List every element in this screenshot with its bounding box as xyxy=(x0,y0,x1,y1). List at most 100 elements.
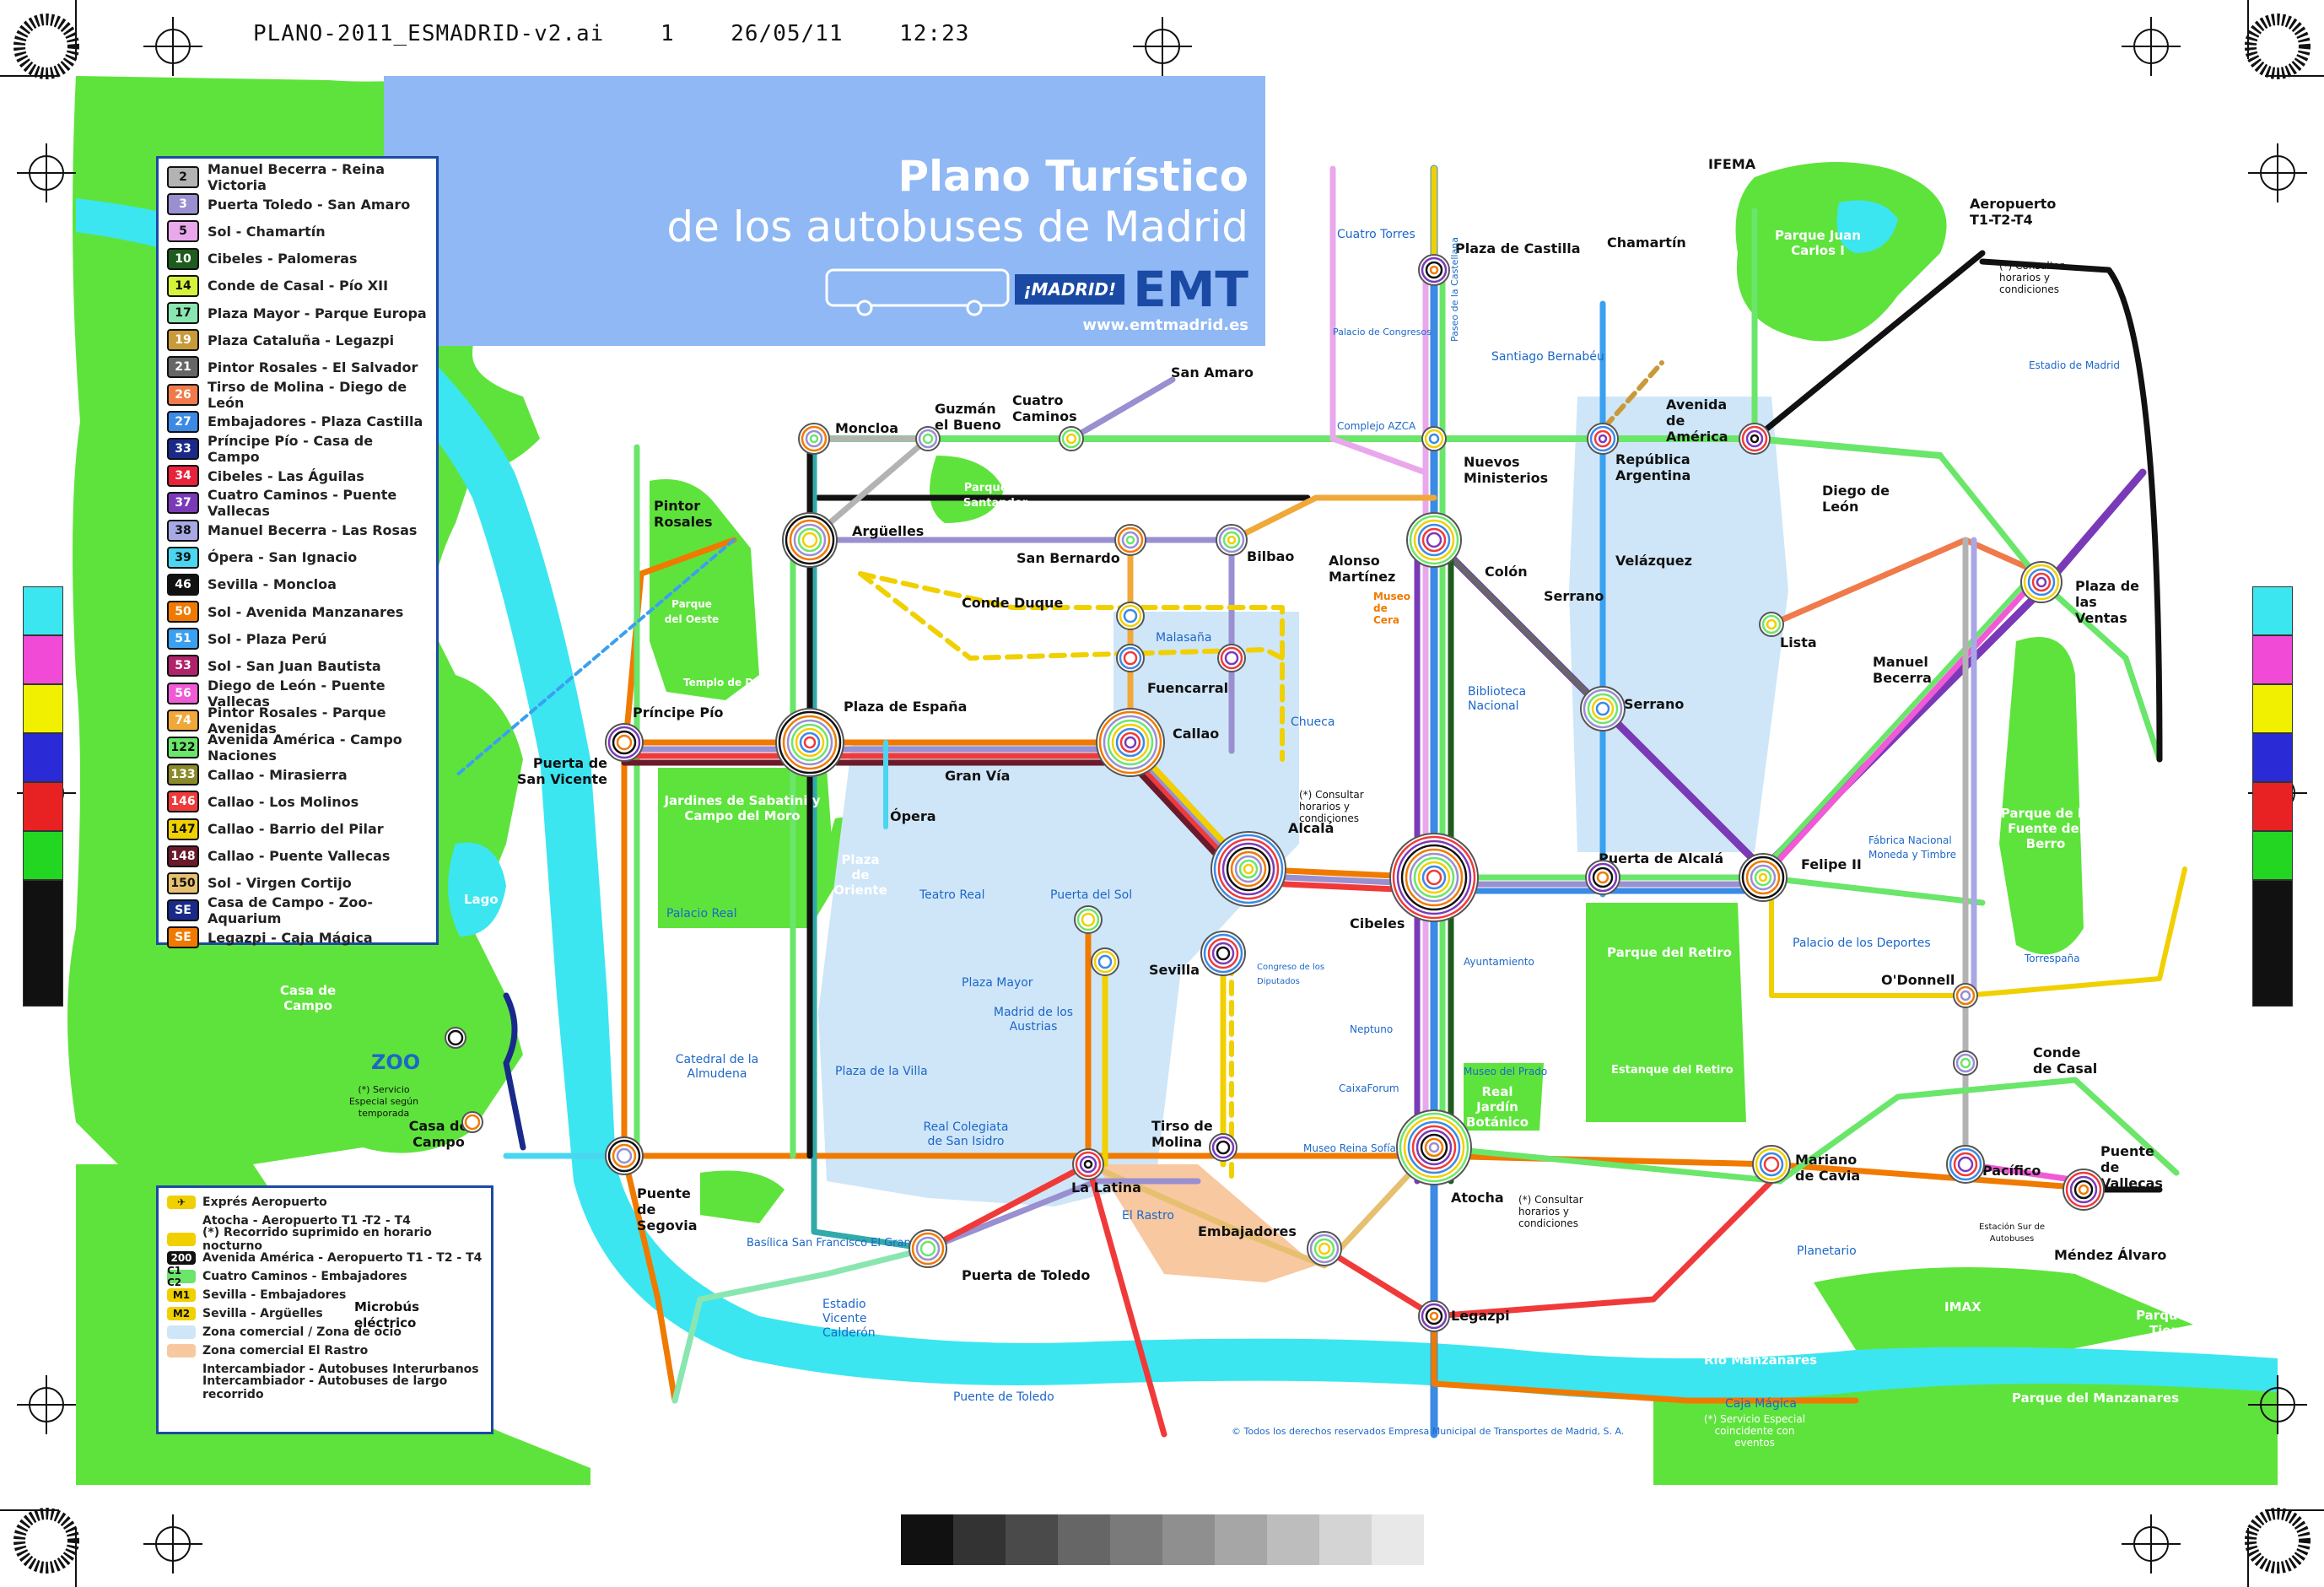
stop-hub[interactable] xyxy=(1307,1231,1342,1266)
stop-manuel-becerra[interactable]: Manuel Becerra xyxy=(1873,654,1932,686)
stop-conde-de-casal[interactable]: Conde de Casal xyxy=(2033,1045,2098,1077)
stop-puerta-de-toledo[interactable]: Puerta de Toledo xyxy=(962,1267,1091,1283)
park-oeste-label: Parque del Oeste xyxy=(664,598,720,625)
stop-puerta-de-san-vicente[interactable]: Puerta de San Vicente xyxy=(516,755,607,787)
stop-mariano-de-cavia[interactable]: Mariano de Cavia xyxy=(1795,1152,1861,1184)
place-rastro: El Rastro xyxy=(1122,1209,1174,1223)
stop-cuatro-caminos[interactable]: Cuatro Caminos xyxy=(1012,392,1077,424)
stop-opera[interactable]: Ópera xyxy=(890,808,936,824)
stop-hub[interactable] xyxy=(605,1136,644,1175)
stop-hub[interactable] xyxy=(1396,1109,1472,1185)
stop-hub[interactable] xyxy=(461,1111,483,1133)
stop-casa-de-campo[interactable]: Casa de Campo xyxy=(408,1118,469,1150)
gray-step xyxy=(901,1514,953,1565)
stop-hub[interactable] xyxy=(1091,947,1119,976)
stop-callao[interactable]: Callao xyxy=(1173,726,1220,742)
stop-hub[interactable] xyxy=(1418,254,1450,286)
stop-conde-duque[interactable]: Conde Duque xyxy=(962,595,1064,611)
stop-chamartin[interactable]: Chamartín xyxy=(1607,235,1686,251)
stop-serrano[interactable]: Serrano xyxy=(1624,696,1685,712)
stop-hub[interactable] xyxy=(1074,905,1103,934)
stop-ifema[interactable]: IFEMA xyxy=(1708,156,1756,172)
stop-plaza-de-castilla[interactable]: Plaza de Castilla xyxy=(1455,240,1581,256)
stop-cibeles[interactable]: Cibeles xyxy=(1350,915,1405,931)
stop-hub[interactable] xyxy=(1946,1145,1985,1184)
stop-hub[interactable] xyxy=(1200,931,1246,976)
stop-fuencarral[interactable]: Fuencarral xyxy=(1147,680,1229,696)
stop-hub[interactable] xyxy=(605,723,644,762)
stop-hub[interactable] xyxy=(1389,833,1479,922)
stop-sevilla[interactable]: Sevilla xyxy=(1149,962,1200,978)
stop-hub[interactable] xyxy=(445,1027,466,1049)
stop-la-latina[interactable]: La Latina xyxy=(1071,1179,1141,1196)
stop-republica-argentina[interactable]: República Argentina xyxy=(1615,451,1691,483)
stop-moncloa[interactable]: Moncloa xyxy=(835,420,899,436)
stop-arguelles[interactable]: Argüelles xyxy=(852,523,925,539)
stop-hub[interactable] xyxy=(2062,1169,2105,1211)
stop-pacifico[interactable]: Pacífico xyxy=(1982,1163,2041,1179)
stop-hub[interactable] xyxy=(1953,983,1978,1008)
stop-hub[interactable] xyxy=(1059,426,1084,451)
stop-guzman-el-bueno[interactable]: Guzmán el Bueno xyxy=(935,401,1001,433)
stop-hub[interactable] xyxy=(775,708,844,777)
stop-velazquez[interactable]: Velázquez xyxy=(1615,553,1692,569)
stop-puente-de-segovia[interactable]: Puente de Segovia xyxy=(637,1185,698,1233)
website-link[interactable]: www.emtmadrid.es xyxy=(1082,316,1248,334)
stop-serrano-north[interactable]: Serrano xyxy=(1544,588,1604,604)
stop-hub[interactable] xyxy=(1217,644,1246,672)
stop-hub[interactable] xyxy=(909,1229,947,1268)
stop-hub[interactable] xyxy=(1587,423,1619,455)
stop-lista[interactable]: Lista xyxy=(1780,634,1817,650)
stop-gran-via[interactable]: Gran Vía xyxy=(945,768,1011,784)
stop-hub[interactable] xyxy=(1421,426,1447,451)
stop-hub[interactable] xyxy=(1739,853,1787,902)
stop-atocha[interactable]: Atocha xyxy=(1451,1190,1504,1206)
stop-hub[interactable] xyxy=(1580,686,1626,731)
stop-hub[interactable] xyxy=(1116,644,1145,672)
stop-hub[interactable] xyxy=(1759,612,1784,637)
stop-pintor-rosales[interactable]: Pintor Rosales xyxy=(654,498,713,530)
stop-hub[interactable] xyxy=(782,512,838,568)
stop-avenida-de-america[interactable]: Avenida de América xyxy=(1666,397,1728,445)
stop-legazpi[interactable]: Legazpi xyxy=(1451,1308,1510,1324)
stop-aeropuerto[interactable]: Aeropuerto T1-T2-T4 xyxy=(1970,196,2057,228)
stop-hub[interactable] xyxy=(2020,561,2062,603)
stop-colon[interactable]: Colón xyxy=(1485,564,1528,580)
stop-hub[interactable] xyxy=(1211,831,1286,907)
stop-hub[interactable] xyxy=(1116,602,1145,630)
stop-hub[interactable] xyxy=(1072,1148,1104,1180)
stop-hub[interactable] xyxy=(1739,423,1771,455)
stop-hub[interactable] xyxy=(1752,1145,1791,1184)
stop-alonso-martinez[interactable]: Alonso Martínez xyxy=(1329,553,1396,585)
stop-plaza-de-las-ventas[interactable]: Plaza de las Ventas xyxy=(2075,578,2139,626)
stop-hub[interactable] xyxy=(1216,524,1248,556)
stop-principe-pio[interactable]: Príncipe Pío xyxy=(633,704,724,721)
stop-puente-de-vallecas[interactable]: Puente de Vallecas xyxy=(2100,1143,2163,1191)
stop-mendez-alvaro[interactable]: Méndez Álvaro xyxy=(2054,1247,2167,1263)
stop-hub[interactable] xyxy=(915,426,941,451)
stop-san-amaro[interactable]: San Amaro xyxy=(1171,364,1254,381)
stop-hub[interactable] xyxy=(798,423,830,455)
stop-odonnell[interactable]: O'Donnell xyxy=(1881,972,1955,988)
stop-hub[interactable] xyxy=(1585,860,1620,895)
stop-hub[interactable] xyxy=(1418,1300,1450,1332)
stop-felipe-ii[interactable]: Felipe II xyxy=(1801,856,1862,872)
stop-san-bernardo[interactable]: San Bernardo xyxy=(1016,550,1120,566)
route-name: Callao - Puente Vallecas xyxy=(208,848,391,865)
stop-nuevos-ministerios[interactable]: Nuevos Ministerios xyxy=(1464,454,1549,486)
stop-hub[interactable] xyxy=(1114,524,1146,556)
stop-bilbao[interactable]: Bilbao xyxy=(1247,548,1295,564)
stop-embajadores[interactable]: Embajadores xyxy=(1198,1223,1297,1239)
stop-hub[interactable] xyxy=(1953,1050,1978,1076)
stop-alcala[interactable]: Alcalá xyxy=(1288,820,1335,836)
stop-tirso-de-molina[interactable]: Tirso de Molina xyxy=(1151,1118,1213,1150)
stop-hub[interactable] xyxy=(1209,1133,1237,1162)
stop-hub[interactable] xyxy=(1096,708,1165,777)
stop-puerta-de-alcala[interactable]: Puerta de Alcalá xyxy=(1599,850,1724,866)
stop-hub[interactable] xyxy=(1406,512,1462,568)
stop-plaza-de-espana[interactable]: Plaza de España xyxy=(844,699,968,715)
stop-diego-de-leon[interactable]: Diego de León xyxy=(1822,483,1890,515)
